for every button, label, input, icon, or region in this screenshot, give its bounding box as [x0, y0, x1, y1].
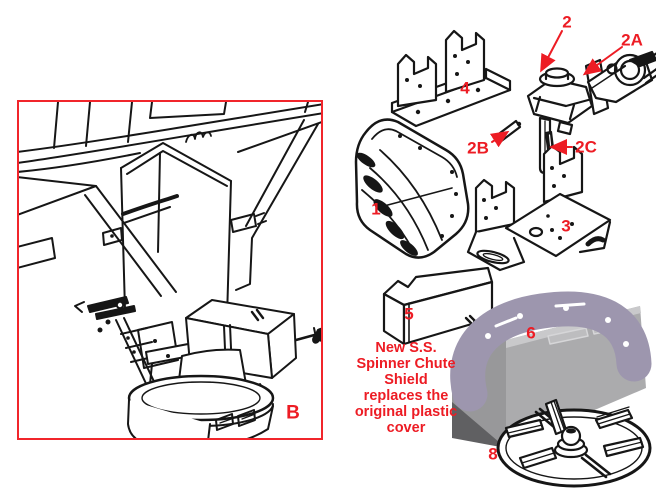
shield-note-line: Spinner Chute	[356, 356, 456, 372]
callout-label-8: 8	[488, 444, 498, 464]
callout-label-2: 2	[562, 12, 572, 32]
inset-label-b: B	[286, 402, 300, 424]
part-4-upper-bracket-drawing	[390, 29, 512, 128]
shield-note-line: New S.S.	[375, 340, 437, 356]
inset-frame	[17, 100, 323, 440]
linkage-drawing	[74, 296, 179, 393]
part-8-spinner-disc-drawing	[496, 398, 652, 488]
part-5-cover-box-drawing	[382, 266, 494, 346]
callout-label-1: 1	[371, 199, 381, 219]
callout-label-3: 3	[561, 216, 571, 236]
part-1-chute-deflector-drawing	[354, 118, 470, 259]
callout-label-2b: 2B	[467, 138, 489, 158]
assembled-spreader-drawing	[19, 102, 321, 438]
shield-note-line: cover	[386, 420, 426, 436]
shield-note-line: Shield	[384, 372, 428, 388]
exploded-view	[354, 29, 656, 488]
hopper-frame-drawing	[19, 102, 321, 173]
callout-label-4: 4	[460, 78, 470, 98]
chute-enclosure-drawing	[102, 131, 267, 319]
shield-note-line: replaces the	[363, 388, 449, 404]
part-2b-pin-drawing	[494, 119, 522, 144]
callout-arrow-2a	[582, 46, 623, 76]
callout-label-2a: 2A	[621, 30, 643, 50]
callout-label-6: 6	[526, 323, 536, 343]
spinner-housing-drawing	[127, 348, 275, 438]
callout-arrow-2	[540, 30, 563, 73]
callout-label-2c: 2C	[575, 137, 597, 157]
callout-arrows	[489, 30, 623, 155]
shield-note: New S.S. Spinner Chute Shield replaces t…	[336, 340, 476, 436]
callout-label-5: 5	[404, 304, 414, 324]
part-2a-motor-drawing	[584, 50, 656, 116]
part-3-mount-plate-drawing	[466, 144, 612, 272]
shield-note-line: original plastic	[354, 404, 458, 420]
callout-arrow-2b	[489, 130, 510, 148]
